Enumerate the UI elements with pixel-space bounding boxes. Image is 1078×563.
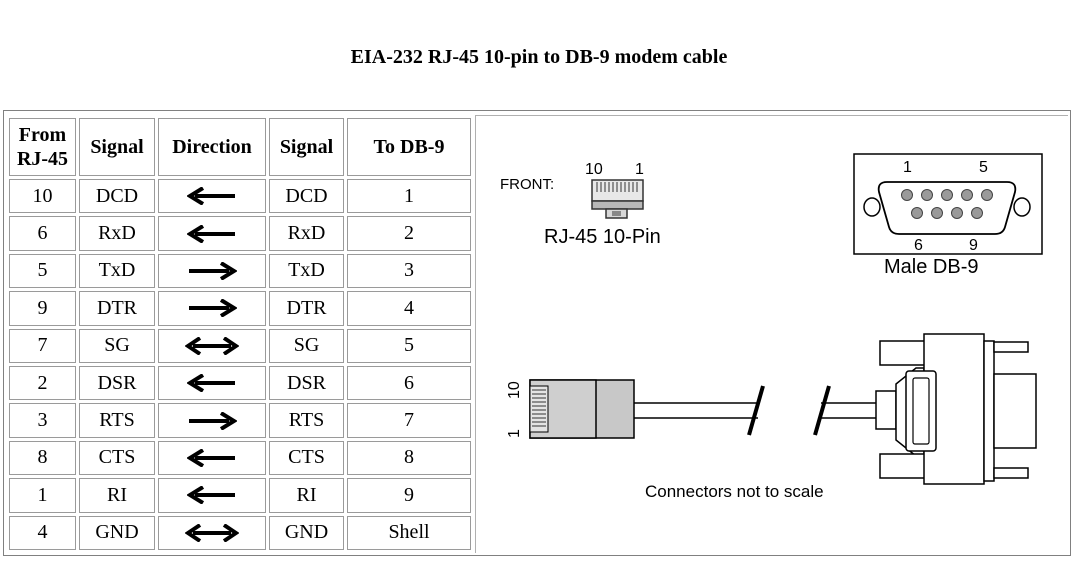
db9-pin-cell: 2 — [347, 216, 471, 251]
cable-pin-1-label: 1 — [506, 429, 523, 438]
db9-pin-1-label: 1 — [903, 159, 912, 176]
arrow-right-icon — [189, 261, 237, 280]
signal-a-cell: RxD — [79, 216, 155, 251]
signal-a-cell: TxD — [79, 253, 155, 289]
db9-pin-9-label: 9 — [969, 237, 978, 254]
rj45-pin-cell: 10 — [9, 179, 76, 214]
page-title: EIA-232 RJ-45 10-pin to DB-9 modem cable — [350, 46, 728, 68]
rj45-pin-cell: 7 — [9, 328, 76, 363]
db9-connector-side-icon — [875, 333, 1037, 485]
rj45-pin-1-label: 1 — [635, 161, 644, 178]
db9-pin-cell: 3 — [347, 253, 471, 289]
scale-note: Connectors not to scale — [645, 482, 824, 501]
signal-a-cell: CTS — [79, 440, 155, 476]
connector-diagram: FRONT: 10 1 RJ-45 10-Pin 1 5 6 9 Male — [475, 115, 1068, 553]
arrow-left-icon — [187, 486, 235, 505]
rj45-caption: RJ-45 10-Pin — [544, 226, 661, 248]
signal-b-cell: DCD — [269, 179, 344, 214]
direction-cell — [158, 216, 266, 251]
signal-b-cell: DTR — [269, 291, 344, 326]
db9-pin-cell: 9 — [347, 478, 471, 513]
signal-a-cell: RTS — [79, 403, 155, 438]
arrow-both-icon — [185, 336, 239, 355]
signal-a-cell: GND — [79, 515, 155, 550]
rj45-pin-cell: 5 — [9, 253, 76, 289]
rj45-pin-cell: 6 — [9, 216, 76, 251]
cable-icon — [634, 385, 876, 436]
direction-cell — [158, 328, 266, 363]
signal-b-cell: RTS — [269, 403, 344, 438]
arrow-right-icon — [189, 411, 237, 430]
rj45-pin-cell: 4 — [9, 515, 76, 550]
arrow-left-icon — [187, 224, 235, 243]
content-frame — [3, 110, 1071, 556]
arrow-left-icon — [187, 187, 235, 206]
rj45-pin-cell: 1 — [9, 478, 76, 513]
rj45-pin-cell: 3 — [9, 403, 76, 438]
header-to-db9: To DB-9 — [347, 118, 471, 176]
signal-b-cell: DSR — [269, 365, 344, 401]
rj45-plug-side-icon — [529, 379, 635, 439]
header-signal-b: Signal — [269, 118, 344, 176]
direction-cell — [158, 440, 266, 476]
db9-pin-cell: 5 — [347, 328, 471, 363]
arrow-both-icon — [185, 523, 239, 542]
direction-cell — [158, 403, 266, 438]
direction-cell — [158, 515, 266, 550]
signal-a-cell: RI — [79, 478, 155, 513]
signal-a-cell: SG — [79, 328, 155, 363]
arrow-left-icon — [187, 448, 235, 467]
header-direction: Direction — [158, 118, 266, 176]
front-label: FRONT: — [500, 176, 554, 193]
db9-pin-5-label: 5 — [979, 159, 988, 176]
direction-cell — [158, 253, 266, 289]
signal-b-cell: TxD — [269, 253, 344, 289]
db9-pin-cell: Shell — [347, 515, 471, 550]
db9-pin-6-label: 6 — [914, 237, 923, 254]
signal-a-cell: DTR — [79, 291, 155, 326]
rj45-pin-cell: 8 — [9, 440, 76, 476]
signal-b-cell: RxD — [269, 216, 344, 251]
db9-pin-cell: 7 — [347, 403, 471, 438]
signal-b-cell: SG — [269, 328, 344, 363]
db9-face-icon — [853, 153, 1043, 255]
direction-cell — [158, 478, 266, 513]
db9-pin-cell: 6 — [347, 365, 471, 401]
cable-pin-10-label: 10 — [506, 381, 523, 399]
db9-pin-cell: 1 — [347, 179, 471, 214]
signal-b-cell: CTS — [269, 440, 344, 476]
rj45-front-icon — [591, 179, 644, 219]
signal-a-cell: DCD — [79, 179, 155, 214]
db9-pin-cell: 8 — [347, 440, 471, 476]
signal-b-cell: RI — [269, 478, 344, 513]
direction-cell — [158, 179, 266, 214]
db9-caption: Male DB-9 — [884, 256, 978, 278]
signal-a-cell: DSR — [79, 365, 155, 401]
rj45-pin-cell: 9 — [9, 291, 76, 326]
rj45-pin-cell: 2 — [9, 365, 76, 401]
arrow-right-icon — [189, 299, 237, 318]
db9-pin-cell: 4 — [347, 291, 471, 326]
direction-cell — [158, 291, 266, 326]
signal-b-cell: GND — [269, 515, 344, 550]
direction-cell — [158, 365, 266, 401]
rj45-pin-10-label: 10 — [585, 161, 603, 178]
header-signal-a: Signal — [79, 118, 155, 176]
arrow-left-icon — [187, 374, 235, 393]
